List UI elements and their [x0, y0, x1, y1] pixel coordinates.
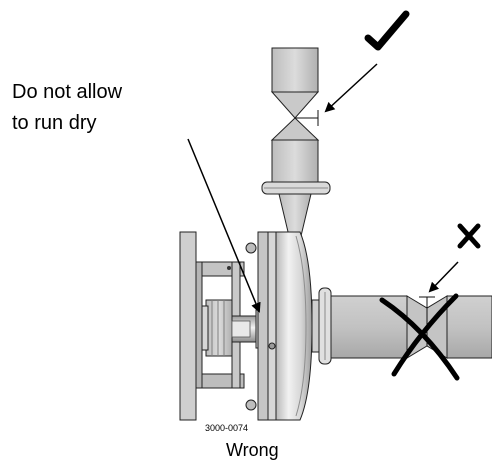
check-mark-icon — [364, 10, 410, 51]
seal-leader-arrow — [187, 138, 261, 313]
dry-run-warning-line-2: to run dry — [12, 112, 97, 134]
inlet-cone — [278, 193, 312, 237]
figure-caption: Wrong — [226, 440, 279, 460]
outlet-nozzle — [311, 287, 332, 365]
clamp-upper — [261, 181, 331, 195]
pipe-leader-arrow — [428, 261, 459, 293]
shaft — [231, 315, 257, 343]
dry-run-warning-line-1: Do not allow — [12, 81, 123, 103]
cross-mark-icon — [457, 223, 481, 249]
vertical-inlet-pipe — [270, 47, 320, 183]
coupling — [201, 299, 233, 357]
pump-casing — [275, 231, 313, 421]
big-cross-mark-icon — [379, 293, 460, 381]
figure-code: 3000-0074 — [205, 423, 249, 433]
valve-leader-arrow — [324, 63, 378, 113]
valve-marker — [295, 110, 319, 126]
